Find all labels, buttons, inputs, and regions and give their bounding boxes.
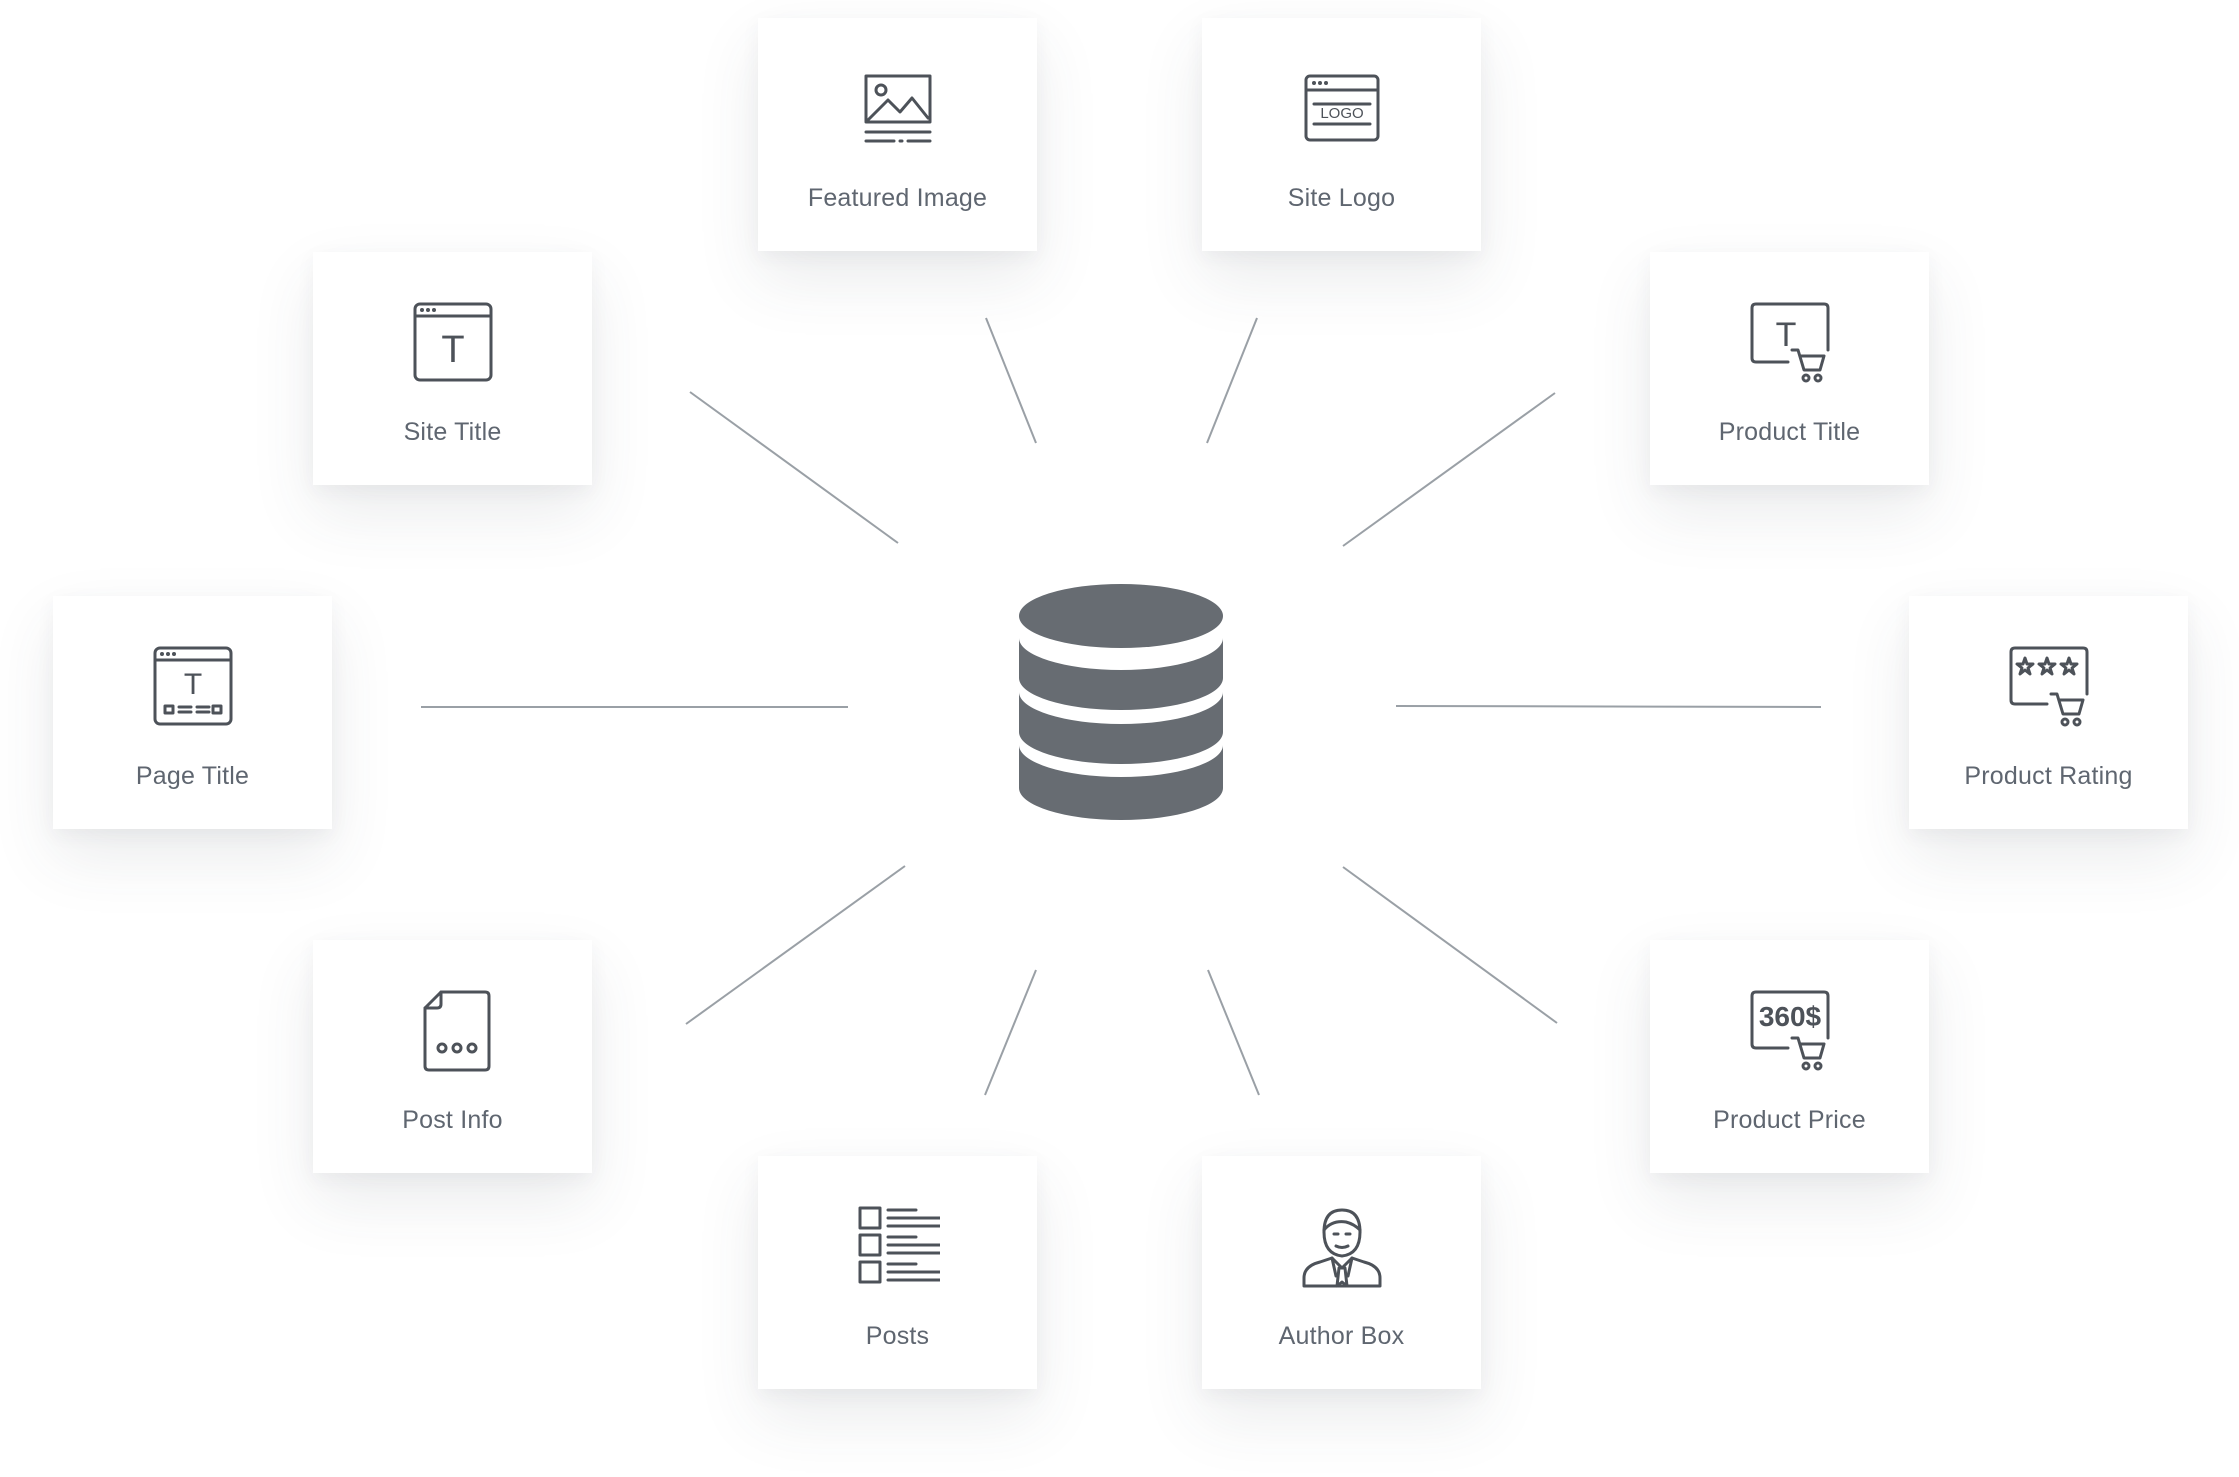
- node-product-rating[interactable]: Product Rating: [1909, 596, 2188, 829]
- node-posts[interactable]: Posts: [758, 1156, 1037, 1389]
- rating-cart-icon: [2007, 644, 2091, 728]
- logo-icon: LOGO: [1300, 66, 1384, 150]
- connector-product-price: [1342, 866, 1558, 1024]
- node-product-title[interactable]: T Product Title: [1650, 252, 1929, 485]
- node-product-price[interactable]: 360$ Product Price: [1650, 940, 1929, 1173]
- document-icon: [411, 988, 495, 1072]
- node-label: Product Price: [1713, 1106, 1866, 1134]
- connector-author-box: [1207, 969, 1260, 1096]
- node-label: Product Rating: [1964, 762, 2133, 790]
- svg-text:T: T: [183, 668, 201, 701]
- node-author-box[interactable]: Author Box: [1202, 1156, 1481, 1389]
- node-label: Post Info: [402, 1106, 503, 1134]
- list-icon: [856, 1204, 940, 1288]
- node-featured-image[interactable]: Featured Image: [758, 18, 1037, 251]
- title-window-icon: T: [411, 300, 495, 384]
- image-icon: [856, 66, 940, 150]
- connector-site-title: [689, 391, 899, 544]
- database-icon: [1019, 584, 1223, 820]
- price-cart-icon: 360$: [1748, 988, 1832, 1072]
- svg-text:LOGO: LOGO: [1320, 105, 1363, 122]
- node-label: Site Logo: [1287, 184, 1396, 212]
- node-site-logo[interactable]: LOGO Site Logo: [1202, 18, 1481, 251]
- page-title-icon: T: [151, 644, 235, 728]
- node-post-info[interactable]: Post Info: [313, 940, 592, 1173]
- node-label: Posts: [865, 1322, 930, 1350]
- node-site-title[interactable]: T Site Title: [313, 252, 592, 485]
- node-label: Product Title: [1718, 418, 1861, 446]
- connector-product-title: [1342, 392, 1556, 547]
- person-icon: [1300, 1204, 1384, 1288]
- svg-text:T: T: [1775, 316, 1796, 354]
- node-label: Site Title: [403, 418, 502, 446]
- connector-posts: [984, 969, 1037, 1096]
- node-page-title[interactable]: T Page Title: [53, 596, 332, 829]
- connector-featured-image: [985, 317, 1037, 444]
- connector-product-rating: [1395, 705, 1822, 708]
- connector-post-info: [685, 865, 906, 1025]
- node-label: Author Box: [1278, 1322, 1405, 1350]
- product-title-icon: T: [1748, 300, 1832, 384]
- node-label: Page Title: [135, 762, 250, 790]
- svg-text:360$: 360$: [1758, 1001, 1821, 1032]
- node-label: Featured Image: [807, 184, 988, 212]
- connector-site-logo: [1206, 317, 1258, 444]
- svg-text:T: T: [441, 329, 464, 371]
